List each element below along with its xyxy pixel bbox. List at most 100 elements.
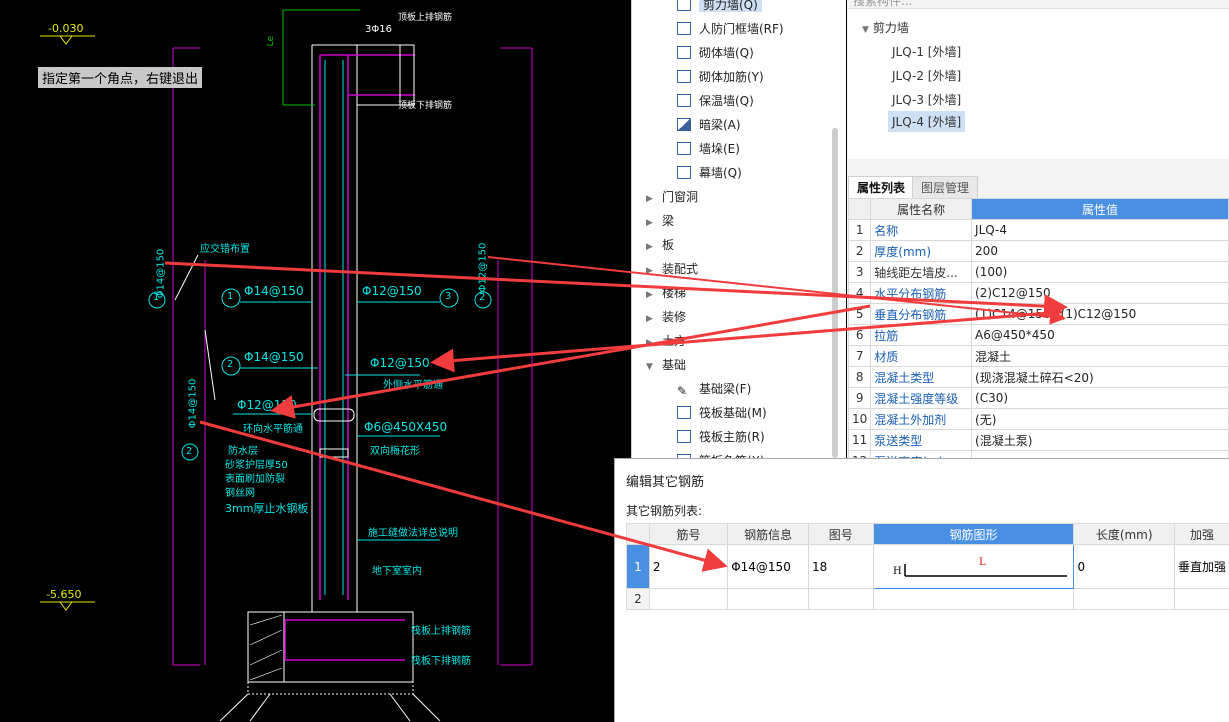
cell-length[interactable]	[1074, 589, 1174, 610]
table-row[interactable]: 1 2 Φ14@150 18 H L 0 垂直加强	[627, 545, 1229, 589]
rebar-shape-diagram: H L	[877, 545, 1067, 585]
prop-value[interactable]: (混凝土泵)	[972, 430, 1229, 451]
nav-item-masonry-rebar[interactable]: 砌体加筋(Y)	[677, 66, 764, 88]
prop-name: 材质	[871, 346, 972, 367]
cell-rebar-shape[interactable]	[873, 589, 1074, 610]
prop-name: 混凝土类型	[871, 367, 972, 388]
chevron-down-icon: ▼	[646, 356, 656, 378]
chevron-right-icon: ▶	[646, 284, 656, 306]
rebar-header-bar-no: 筋号	[649, 524, 727, 545]
prop-row-number: 1	[849, 220, 871, 241]
nav-item-raft-rebar[interactable]: 筏板主筋(R)	[677, 426, 765, 448]
rebar-header-row	[627, 524, 650, 545]
nav-item-masonry-wall[interactable]: 砌体墙(Q)	[677, 42, 754, 64]
nav-cat-earthwork[interactable]: ▶土方	[646, 330, 686, 352]
prop-name: 水平分布钢筋	[871, 283, 972, 304]
tie-label: Φ6@450X450	[364, 420, 447, 434]
chevron-right-icon: ▶	[646, 260, 656, 282]
cell-fig-no[interactable]: 18	[809, 545, 874, 589]
nav-item-curtain-wall[interactable]: 幕墙(Q)	[677, 162, 742, 184]
nav-item-shear-wall[interactable]: 剪力墙(Q)	[677, 0, 762, 16]
nav-item-door-frame-wall[interactable]: 人防门框墙(RF)	[677, 18, 784, 40]
prop-value[interactable]: JLQ-4	[972, 220, 1229, 241]
le-dimension: Le	[266, 36, 276, 46]
tree-item-selected[interactable]: JLQ-4 [外墙]	[888, 111, 965, 132]
prop-value[interactable]: (100)	[972, 262, 1229, 283]
chevron-right-icon: ▶	[646, 332, 656, 354]
right-vertical-bar-label: Φ12@150	[477, 243, 488, 293]
rebar-header-fig: 图号	[809, 524, 874, 545]
cell-bar-no[interactable]	[649, 589, 727, 610]
insulation-wall-icon	[677, 94, 691, 107]
dialog-title: 编辑其它钢筋	[626, 471, 704, 490]
cad-canvas[interactable]: -0.030 -5.650 指定第一个角点，右键退出 3Φ16 顶板上排钢筋 顶…	[0, 0, 631, 721]
raft-foundation-icon	[677, 406, 691, 419]
prop-value[interactable]: 200	[972, 241, 1229, 262]
cell-extra[interactable]	[1174, 589, 1229, 610]
curtain-wall-icon	[677, 166, 691, 179]
bar-top-count: 3Φ16	[365, 24, 392, 35]
nav-cat-prefab[interactable]: ▶装配式	[646, 258, 698, 280]
outer-horizontal-label: 外侧水平筋通	[383, 376, 443, 391]
prop-value[interactable]: (1)C14@150+(1)C12@150	[972, 304, 1229, 325]
prop-value[interactable]: 混凝土	[972, 346, 1229, 367]
prop-value[interactable]: (2)C12@150	[972, 283, 1229, 304]
masonry-rebar-icon	[677, 70, 691, 83]
shape-l-label: L	[979, 557, 986, 568]
nav-cat-slab[interactable]: ▶板	[646, 234, 674, 256]
cell-bar-no[interactable]: 2	[649, 545, 727, 589]
tab-properties[interactable]: 属性列表	[848, 176, 914, 199]
cell-length[interactable]: 0	[1074, 545, 1174, 589]
nav-item-hidden-beam[interactable]: 暗梁(A)	[677, 114, 741, 136]
cad-drawing	[0, 0, 631, 721]
table-row[interactable]: 2	[627, 589, 1229, 610]
nav-cat-openings[interactable]: ▶门窗洞	[646, 186, 698, 208]
chevron-right-icon: ▶	[646, 212, 656, 234]
waterproof-1: 防水层	[228, 442, 258, 457]
nav-item-foundation-beam[interactable]: ✎基础梁(F)	[677, 378, 751, 400]
nav-cat-foundation[interactable]: ▼基础	[646, 354, 686, 376]
prop-value[interactable]: (无)	[972, 409, 1229, 430]
nav-cat-decoration[interactable]: ▶装修	[646, 306, 686, 328]
edit-other-rebar-dialog: 编辑其它钢筋 其它钢筋列表: 筋号 钢筋信息 图号 钢筋图形 长度(mm) 加强…	[614, 458, 1229, 722]
tab-layers[interactable]: 图层管理	[912, 176, 978, 199]
rebar-table: 筋号 钢筋信息 图号 钢筋图形 长度(mm) 加强 1 2 Φ14@150 18…	[626, 523, 1229, 610]
row-number: 2	[627, 589, 650, 610]
circle-3: 3	[445, 291, 451, 302]
foundation-beam-icon: ✎	[677, 380, 691, 393]
nav-cat-beam[interactable]: ▶梁	[646, 210, 674, 232]
nav-item-raft-foundation[interactable]: 筏板基础(M)	[677, 402, 767, 424]
tree-item[interactable]: JLQ-1 [外墙]	[892, 43, 961, 60]
nav-scrollbar[interactable]	[832, 128, 838, 458]
cell-extra[interactable]: 垂直加强	[1174, 545, 1229, 589]
prop-value[interactable]: A6@450*450	[972, 325, 1229, 346]
tree-item[interactable]: JLQ-3 [外墙]	[892, 91, 961, 108]
component-nav: 剪力墙(Q) 人防门框墙(RF) 砌体墙(Q) 砌体加筋(Y) 保温墙(Q) 暗…	[631, 0, 846, 462]
prop-row-number: 9	[849, 388, 871, 409]
cell-fig-no[interactable]	[809, 589, 874, 610]
shear-wall-icon	[677, 0, 691, 11]
prop-value[interactable]: (现浇混凝土碎石<20)	[972, 367, 1229, 388]
cell-rebar-info[interactable]: Φ14@150	[728, 545, 809, 589]
prop-name: 混凝土强度等级	[871, 388, 972, 409]
inner-rebar-label: Φ12@150	[370, 356, 430, 370]
nav-cat-stairs[interactable]: ▶楼梯	[646, 282, 686, 304]
nav-item-insulation-wall[interactable]: 保温墙(Q)	[677, 90, 754, 112]
tree-group-shear-wall[interactable]: ▼剪力墙	[862, 19, 909, 36]
cell-rebar-info[interactable]	[728, 589, 809, 610]
prop-value[interactable]: (C30)	[972, 388, 1229, 409]
tree-item[interactable]: JLQ-2 [外墙]	[892, 67, 961, 84]
nav-item-wall-pier[interactable]: 墙垛(E)	[677, 138, 740, 160]
cell-rebar-shape[interactable]: H L	[873, 545, 1074, 589]
